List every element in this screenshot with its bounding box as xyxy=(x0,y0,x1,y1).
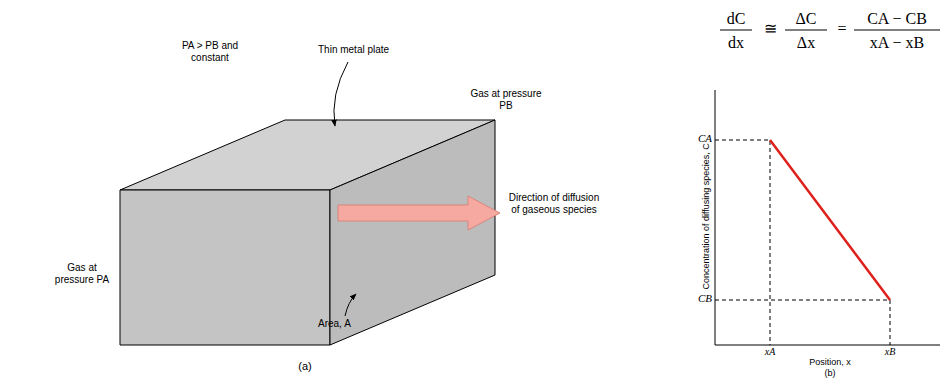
pressure-condition: PA > PB and constant xyxy=(168,40,252,64)
graph-axes xyxy=(715,90,940,345)
numerator: CA − CB xyxy=(852,9,942,28)
panel-label: (a) xyxy=(290,360,320,373)
denominator: xA − xB xyxy=(852,33,942,52)
axis-tick-label: CB xyxy=(690,292,712,305)
axis-tick-label: xA xyxy=(758,346,782,358)
equals-sign: = xyxy=(832,19,852,38)
diffusion-arrow xyxy=(338,196,500,230)
direction-label: Direction of diffusion of gaseous specie… xyxy=(506,192,602,216)
denominator: dx xyxy=(716,33,756,52)
axis-tick-label: CA xyxy=(690,132,712,145)
leader-line xyxy=(345,294,356,316)
concentration-profile xyxy=(770,140,890,300)
axis-tick-label: xB xyxy=(878,346,902,358)
leader-line xyxy=(334,62,348,126)
axis-title: Position, x xyxy=(790,357,870,368)
numerator: ΔC xyxy=(781,9,831,28)
numerator: dC xyxy=(716,9,756,28)
panel-label: (b) xyxy=(818,368,842,379)
part-name: Thin metal plate xyxy=(318,44,418,56)
metal-plate xyxy=(120,120,495,345)
gas-label: Gas at pressure PB xyxy=(468,88,544,112)
approx-sign: ≅ xyxy=(758,19,782,38)
area-label: Area, A xyxy=(318,318,378,330)
denominator: Δx xyxy=(781,33,831,52)
fraction-bar xyxy=(720,30,940,31)
gas-label: Gas at pressure PA xyxy=(48,262,116,286)
dashed-guide xyxy=(715,140,890,345)
